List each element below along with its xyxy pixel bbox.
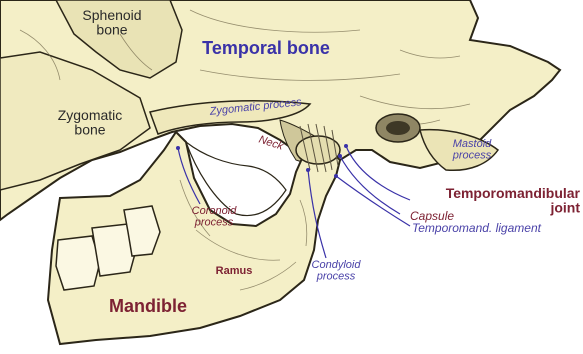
label-temporal-bone-line-1: Temporal bone <box>202 38 330 58</box>
label-temporomandibular-joint-line-1: Temporomandibular <box>446 185 581 201</box>
molar-1 <box>56 236 100 290</box>
label-condyloid-process-line-2: process <box>316 271 356 283</box>
label-zygomatic-bone-line-1: Zygomatic <box>58 107 123 123</box>
label-temporal-bone: Temporal bone <box>202 38 330 58</box>
label-coronoid-process-line-2: process <box>194 217 234 229</box>
label-mastoid-process-line-2: process <box>452 150 492 162</box>
label-mandible-line-1: Mandible <box>109 296 187 316</box>
label-condyloid-process-line-1: Condyloid <box>312 259 362 271</box>
label-temporomandibular-joint-line-2: joint <box>549 200 580 216</box>
label-sphenoid-bone-line-2: bone <box>96 22 127 38</box>
meatus-opening <box>386 121 410 135</box>
label-ramus-line-1: Ramus <box>216 265 253 277</box>
label-temporomand-ligament-line-1: Temporomand. ligament <box>412 221 542 235</box>
label-ramus: Ramus <box>216 265 253 277</box>
label-mandible: Mandible <box>109 296 187 316</box>
label-temporomand-ligament: Temporomand. ligament <box>412 221 542 235</box>
label-mastoid-process-line-1: Mastoid <box>453 138 492 150</box>
label-coronoid-process-line-1: Coronoid <box>192 205 238 217</box>
label-sphenoid-bone-line-1: Sphenoid <box>82 7 141 23</box>
label-zygomatic-bone-line-2: bone <box>74 122 105 138</box>
